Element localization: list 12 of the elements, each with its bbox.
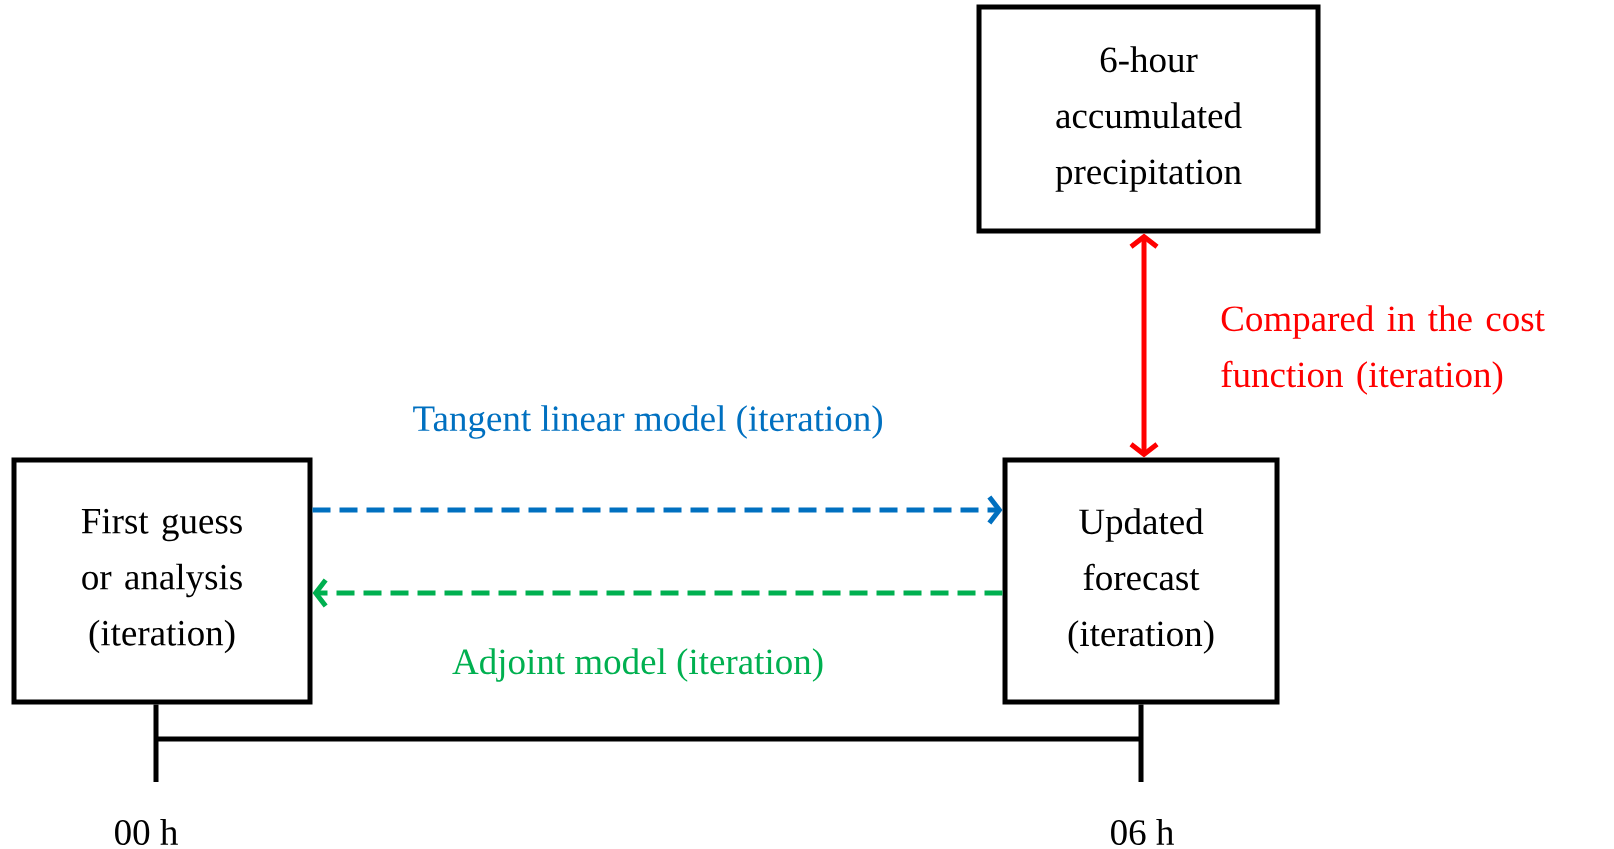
edge-label: Adjoint model (iteration) (452, 648, 823, 682)
arrow (312, 495, 1003, 525)
process-box: Updated forecast (iteration) (1002, 457, 1280, 705)
edge-label: Compared in the cost function (iteration) (1221, 305, 1545, 395)
timeline-bar (153, 702, 1144, 785)
process-box: First guess or analysis (iteration) (11, 457, 313, 705)
time-label: 00 h (115, 819, 178, 845)
process-box: 6-hour accumulated precipitation (976, 4, 1321, 234)
arrow (312, 578, 1003, 608)
time-label: 06 h (1111, 819, 1174, 845)
arrow (1129, 233, 1159, 458)
edge-label: Tangent linear model (iteration) (413, 405, 882, 439)
